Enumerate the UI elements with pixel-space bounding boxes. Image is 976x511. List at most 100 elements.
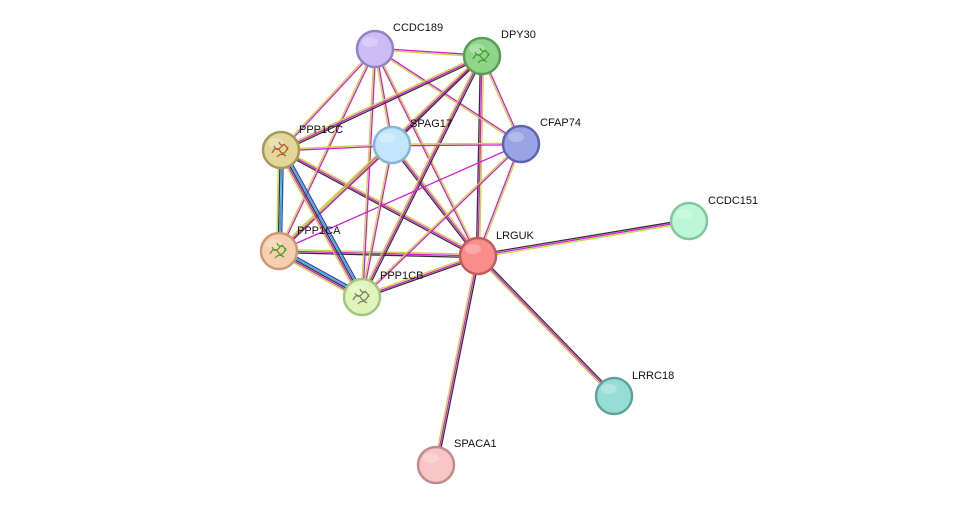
edge-strand bbox=[361, 55, 483, 298]
edge-spag17-ppp1ca bbox=[278, 143, 393, 253]
edge-strand bbox=[283, 148, 366, 296]
node-spaca1[interactable]: SPACA1 bbox=[416, 438, 497, 485]
edge-strand bbox=[475, 55, 482, 256]
node-highlight bbox=[266, 239, 282, 249]
edge-strand bbox=[362, 56, 485, 299]
node-highlight bbox=[601, 384, 617, 394]
edge-strand bbox=[278, 143, 392, 251]
node-highlight bbox=[676, 209, 692, 219]
node-lrguk[interactable]: LRGUK bbox=[458, 230, 535, 276]
node-ccdc151[interactable]: CCDC151 bbox=[669, 195, 758, 241]
edge-strand bbox=[375, 48, 480, 256]
edge-strand bbox=[362, 256, 479, 300]
edge-strand bbox=[436, 256, 481, 466]
edge-strand bbox=[478, 254, 616, 396]
edge-lrguk-ccdc189 bbox=[373, 48, 480, 257]
node-highlight bbox=[469, 44, 485, 54]
edge-strand bbox=[360, 48, 375, 297]
protein-structure-stroke bbox=[352, 293, 370, 301]
node-ccdc189[interactable]: CCDC189 bbox=[355, 22, 443, 69]
edge-cfap74-spag17 bbox=[391, 142, 522, 147]
node-circle[interactable] bbox=[501, 124, 541, 164]
edge-strand bbox=[280, 149, 363, 298]
edge-strand bbox=[360, 142, 521, 297]
edge-strand bbox=[279, 48, 375, 150]
edge-lrguk-ccdc151 bbox=[477, 218, 690, 259]
node-label: SPAG17 bbox=[410, 118, 452, 130]
node-circle[interactable] bbox=[259, 231, 299, 271]
edge-strand bbox=[281, 148, 364, 297]
edge-strand bbox=[279, 150, 478, 258]
protein-structure-stroke bbox=[271, 146, 289, 154]
node-circle[interactable] bbox=[458, 236, 498, 276]
node-ppp1cb[interactable]: PPP1CB bbox=[342, 270, 423, 317]
edge-strand bbox=[277, 48, 375, 251]
edge-lrguk-cfap74 bbox=[476, 143, 523, 257]
edge-strand bbox=[362, 145, 394, 298]
node-label: DPY30 bbox=[501, 29, 536, 41]
protein-structure-stroke bbox=[278, 141, 286, 146]
edge-strand bbox=[391, 142, 521, 145]
node-circle[interactable] bbox=[669, 201, 709, 241]
node-label: SPACA1 bbox=[454, 438, 497, 450]
node-circle[interactable] bbox=[261, 130, 301, 170]
node-circle[interactable] bbox=[342, 277, 382, 317]
edge-ppp1cc-ppp1cb bbox=[277, 148, 366, 299]
protein-structure-stroke bbox=[479, 47, 487, 52]
node-circle[interactable] bbox=[416, 445, 456, 485]
edge-strand bbox=[476, 143, 521, 256]
protein-structure-stroke bbox=[274, 254, 285, 259]
node-lrrc18[interactable]: LRRC18 bbox=[594, 370, 674, 416]
node-label: PPP1CB bbox=[380, 270, 423, 282]
node-circle[interactable] bbox=[372, 125, 412, 165]
edge-cfap74-ppp1cb bbox=[360, 142, 523, 299]
protein-structure-stroke bbox=[276, 242, 284, 247]
edge-strand bbox=[280, 55, 483, 151]
edge-strand bbox=[280, 53, 482, 150]
edge-strand bbox=[391, 144, 479, 257]
protein-structure-stroke bbox=[271, 245, 287, 252]
node-ppp1cc[interactable]: PPP1CC bbox=[261, 124, 343, 170]
edge-strand bbox=[360, 144, 392, 297]
edge-strand bbox=[477, 220, 690, 257]
node-label: LRRC18 bbox=[632, 370, 674, 382]
protein-structure-stroke bbox=[276, 153, 287, 158]
edge-strand bbox=[279, 49, 377, 252]
edge-dpy30-ppp1cc bbox=[280, 53, 483, 153]
edge-lrguk-lrrc18 bbox=[476, 254, 616, 398]
edge-strand bbox=[361, 253, 478, 297]
node-dpy30[interactable]: DPY30 bbox=[462, 29, 536, 76]
node-highlight bbox=[379, 133, 395, 143]
protein-structure-stroke bbox=[472, 52, 490, 60]
edge-strand bbox=[279, 248, 479, 256]
edge-ccdc189-ppp1ca bbox=[277, 48, 377, 252]
edge-strand bbox=[278, 250, 479, 257]
node-circle[interactable] bbox=[594, 376, 634, 416]
edge-ccdc189-cfap74 bbox=[374, 47, 522, 146]
edges-layer bbox=[275, 47, 690, 466]
node-label: PPP1CC bbox=[299, 124, 343, 136]
node-circle[interactable] bbox=[355, 29, 395, 69]
protein-structure-stroke bbox=[474, 50, 490, 57]
protein-structure-icon bbox=[269, 242, 287, 259]
edge-strand bbox=[279, 150, 362, 299]
edge-lrguk-spag17 bbox=[390, 143, 480, 258]
edge-strand bbox=[375, 47, 522, 144]
protein-structure-icon bbox=[271, 141, 289, 158]
edge-strand bbox=[281, 49, 377, 151]
node-label: CCDC189 bbox=[393, 22, 443, 34]
node-label: PPP1CA bbox=[297, 225, 341, 237]
node-ppp1ca[interactable]: PPP1CA bbox=[259, 225, 341, 271]
node-circle[interactable] bbox=[462, 36, 502, 76]
protein-structure-stroke bbox=[357, 300, 368, 305]
edge-cfap74-ppp1ca bbox=[278, 143, 522, 252]
edge-strand bbox=[392, 143, 480, 256]
node-spag17[interactable]: SPAG17 bbox=[372, 118, 452, 165]
edge-strand bbox=[478, 144, 523, 257]
node-cfap74[interactable]: CFAP74 bbox=[501, 117, 581, 164]
edge-dpy30-ppp1cb bbox=[359, 54, 485, 299]
protein-structure-icon bbox=[352, 288, 370, 305]
edge-strand bbox=[278, 251, 478, 259]
edge-spag17-ppp1cb bbox=[360, 144, 394, 298]
node-highlight bbox=[465, 244, 481, 254]
